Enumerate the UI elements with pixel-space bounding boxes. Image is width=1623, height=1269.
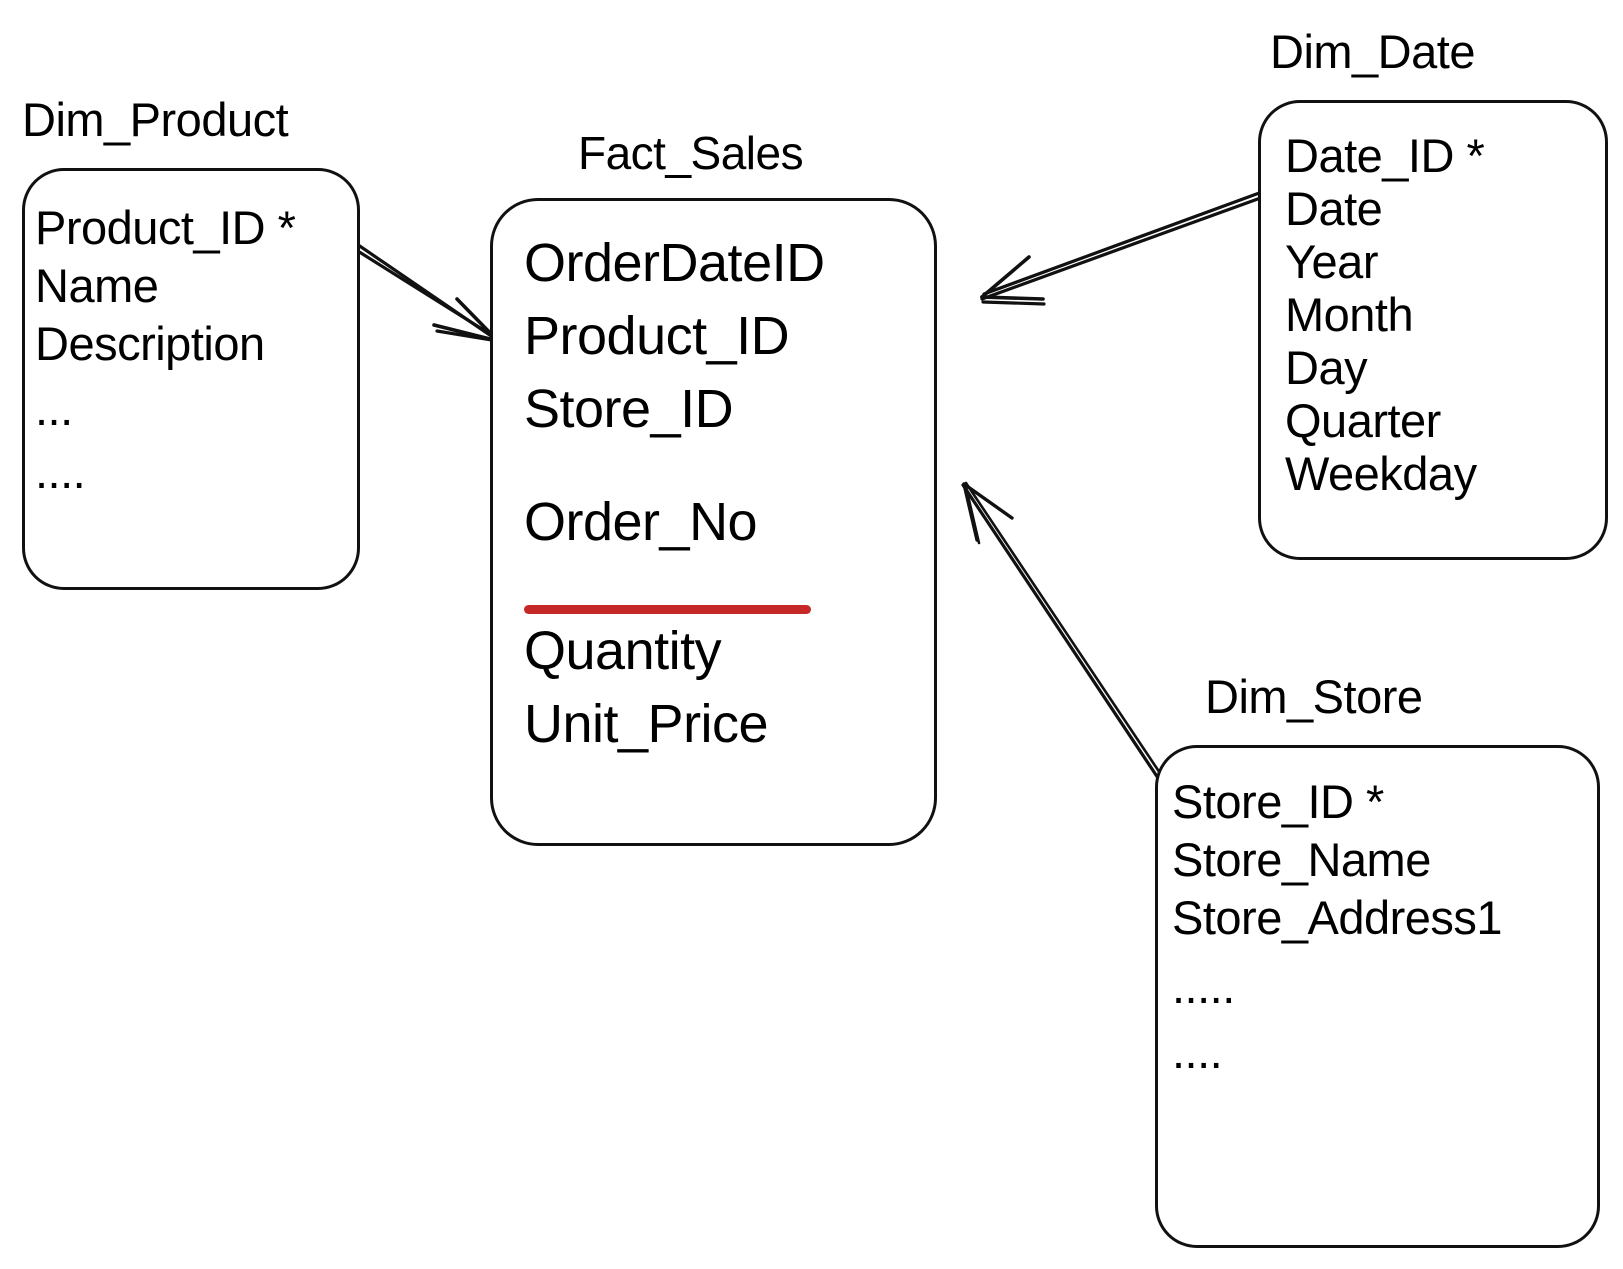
field-list-fact-sales: OrderDateID Product_ID Store_ID Order_No… bbox=[524, 236, 825, 770]
field-quantity: Quantity bbox=[524, 621, 722, 681]
entity-box-dim-store[interactable] bbox=[1155, 745, 1600, 1248]
field-ellipsis-1: ..... bbox=[1172, 960, 1235, 1013]
entity-title-fact-sales: Fact_Sales bbox=[578, 127, 804, 179]
field-quarter: Quarter bbox=[1285, 394, 1441, 447]
entity-box-dim-date[interactable] bbox=[1258, 100, 1608, 560]
field-store-name: Store_Name bbox=[1172, 833, 1431, 886]
entity-box-fact-sales[interactable] bbox=[490, 198, 937, 846]
entity-box-dim-product[interactable] bbox=[22, 168, 360, 590]
entity-title-dim-product: Dim_Product bbox=[22, 93, 289, 146]
field-list-dim-product: Product_ID * Name Description ... .... bbox=[35, 201, 296, 506]
field-month: Month bbox=[1285, 288, 1414, 341]
field-product-id: Product_ID * bbox=[35, 201, 296, 254]
entity-title-dim-store: Dim_Store bbox=[1205, 670, 1423, 723]
field-ellipsis-1: ... bbox=[35, 382, 73, 435]
field-store-id: Store_ID bbox=[524, 379, 734, 439]
field-orderdateid: OrderDateID bbox=[524, 233, 825, 293]
field-day: Day bbox=[1285, 341, 1368, 394]
field-year: Year bbox=[1285, 235, 1378, 288]
field-date: Date bbox=[1285, 182, 1383, 235]
edge-date-to-fact bbox=[980, 176, 1302, 306]
field-order-no: Order_No bbox=[524, 492, 758, 552]
order-no-highlight-underline bbox=[524, 605, 811, 614]
field-description: Description bbox=[35, 317, 265, 370]
field-ellipsis-2: .... bbox=[35, 445, 86, 498]
field-unit-price: Unit_Price bbox=[524, 694, 769, 754]
field-store-address1: Store_Address1 bbox=[1172, 891, 1503, 944]
entity-title-dim-date: Dim_Date bbox=[1270, 25, 1475, 78]
field-weekday: Weekday bbox=[1285, 447, 1477, 500]
edge-product-to-fact bbox=[343, 236, 502, 344]
field-name: Name bbox=[35, 259, 159, 312]
field-date-id: Date_ID * bbox=[1285, 129, 1485, 182]
field-list-dim-date: Date_ID * Date Year Month Day Quarter We… bbox=[1285, 129, 1485, 503]
edge-store-to-fact bbox=[961, 481, 1174, 795]
field-ellipsis-2: .... bbox=[1172, 1025, 1223, 1078]
field-product-id: Product_ID bbox=[524, 306, 790, 366]
field-store-id: Store_ID * bbox=[1172, 775, 1384, 828]
field-list-dim-store: Store_ID * Store_Name Store_Address1 ...… bbox=[1172, 775, 1503, 1086]
